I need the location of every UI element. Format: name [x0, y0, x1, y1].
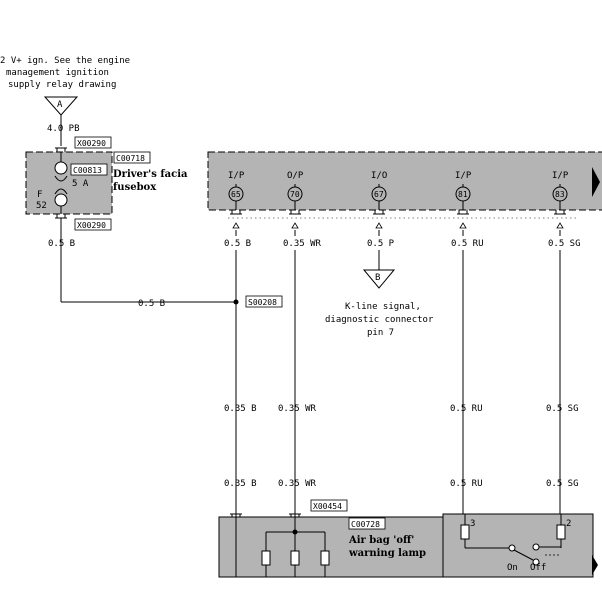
ecu-pin-number: 83 [555, 190, 565, 199]
continuation-arrow-bottom [592, 555, 598, 575]
switch-pin-right-number: 2 [566, 519, 571, 529]
splice-feed-wire-label: 0.5 B [138, 299, 165, 309]
ecu-pin-type: I/P [455, 171, 472, 181]
fuse-number: 52 [36, 201, 47, 211]
connector-tag-bottom-label: X00290 [77, 221, 106, 230]
kline-text-line-3: pin 7 [367, 328, 394, 338]
splice-tag-label: S00208 [248, 298, 277, 307]
ecu-pin-type: I/P [228, 171, 245, 181]
switch-pin-left-number: 3 [470, 519, 475, 529]
connector-tag-bottom [74, 218, 112, 231]
fusebox-name-line-1: Driver's facia [113, 169, 188, 180]
lamp-connector-label: X00454 [313, 502, 342, 511]
lamp-component-label: C00728 [351, 520, 380, 529]
splice-tag [245, 295, 283, 308]
fusebox-bottom-terminal [55, 214, 67, 219]
ecu-pin-group: I/P 65 0.5 B O/P 70 0.35 WR I/O 67 0.5 P I/P 81 0.5… [224, 171, 581, 577]
lamp-internal-circuit [235, 517, 330, 577]
ecu-pin-number: 67 [374, 190, 384, 199]
switch-pin-left [460, 514, 470, 548]
fuse-letter: F [37, 190, 42, 200]
fuse-rating: 5 A [72, 179, 89, 189]
supply-ref-letter: A [57, 100, 63, 110]
switch-label-on: On [507, 563, 518, 573]
lamp-name-line-1: Air bag 'off' [348, 535, 414, 546]
connector-tag-top [74, 136, 112, 149]
lamp-terminal-2 [289, 513, 301, 517]
fusebox-name-line-2: fusebox [113, 182, 157, 193]
kline-reference-triangle: B [362, 269, 396, 289]
switch-label-off: Off [530, 563, 546, 573]
mid-wire-label-3: 0.5 RU [450, 404, 483, 414]
mid-wire-label-1: 0.35 B [224, 404, 257, 414]
ecu-pin-type: I/O [371, 171, 387, 181]
supply-note: 2 V+ ign. See the engine management igni… [0, 56, 130, 90]
ecu-pin-number: 70 [290, 190, 300, 199]
kline-ref-letter: B [375, 273, 380, 283]
low-wire-label-1: 0.35 B [224, 479, 257, 489]
supply-note-line-1: 2 V+ ign. See the engine [0, 56, 130, 66]
ecu-pin-wire: 0.5 P [367, 239, 395, 249]
ecu-pin-number: 65 [231, 190, 241, 199]
ecu-pin-70: O/P 70 0.35 WR [283, 171, 322, 577]
lamp-terminal-1 [230, 513, 242, 517]
fuse-symbol [54, 152, 68, 214]
lamp-name-line-2: warning lamp [348, 548, 426, 559]
ecu-pin-wire: 0.5 RU [451, 239, 484, 249]
fusebox-output-wire-label: 0.5 B [48, 239, 75, 249]
switch-symbol [465, 543, 561, 566]
fuse-component-label: C00813 [73, 166, 102, 175]
ecu-pin-65: I/P 65 0.5 B [224, 171, 251, 577]
continuation-arrow-top [592, 167, 600, 197]
fusebox-component-label: C00718 [116, 154, 145, 163]
ecu-pin-67: I/O 67 0.5 P [367, 171, 395, 270]
kline-text-line-1: K-line signal, [345, 302, 421, 312]
low-wire-label-2: 0.35 WR [278, 479, 317, 489]
low-wire-label-3: 0.5 RU [450, 479, 483, 489]
supply-reference-triangle: A [43, 96, 79, 116]
supply-wire-label: 4.0 PB [47, 124, 80, 134]
ecu-pin-type: O/P [287, 171, 304, 181]
ecu-pin-83: I/P 83 0.5 SG [548, 171, 581, 577]
ecu-pin-wire: 0.5 SG [548, 239, 581, 249]
connector-tag-top-label: X00290 [77, 139, 106, 148]
supply-note-line-3: supply relay drawing [8, 80, 116, 90]
mid-wire-label-2: 0.35 WR [278, 404, 317, 414]
fusebox-top-terminal [55, 147, 67, 152]
lamp-module-box [218, 516, 445, 578]
ecu-pin-wire: 0.5 B [224, 239, 251, 249]
low-wire-label-4: 0.5 SG [546, 479, 579, 489]
ecu-pin-number: 81 [458, 190, 468, 199]
mid-wire-label-4: 0.5 SG [546, 404, 579, 414]
lamp-connector-tag [310, 499, 348, 512]
ecu-connector-box [207, 151, 602, 211]
fuse-component-tag [70, 163, 108, 176]
ecu-pin-wire: 0.35 WR [283, 239, 322, 249]
ecu-pin-type: I/P [552, 171, 569, 181]
kline-text-line-2: diagnostic connector [325, 315, 434, 325]
supply-note-line-2: management ignition [6, 68, 109, 78]
fusebox-box [25, 151, 113, 215]
lamp-component-tag [348, 517, 386, 530]
fusebox-component-tag [113, 151, 151, 164]
